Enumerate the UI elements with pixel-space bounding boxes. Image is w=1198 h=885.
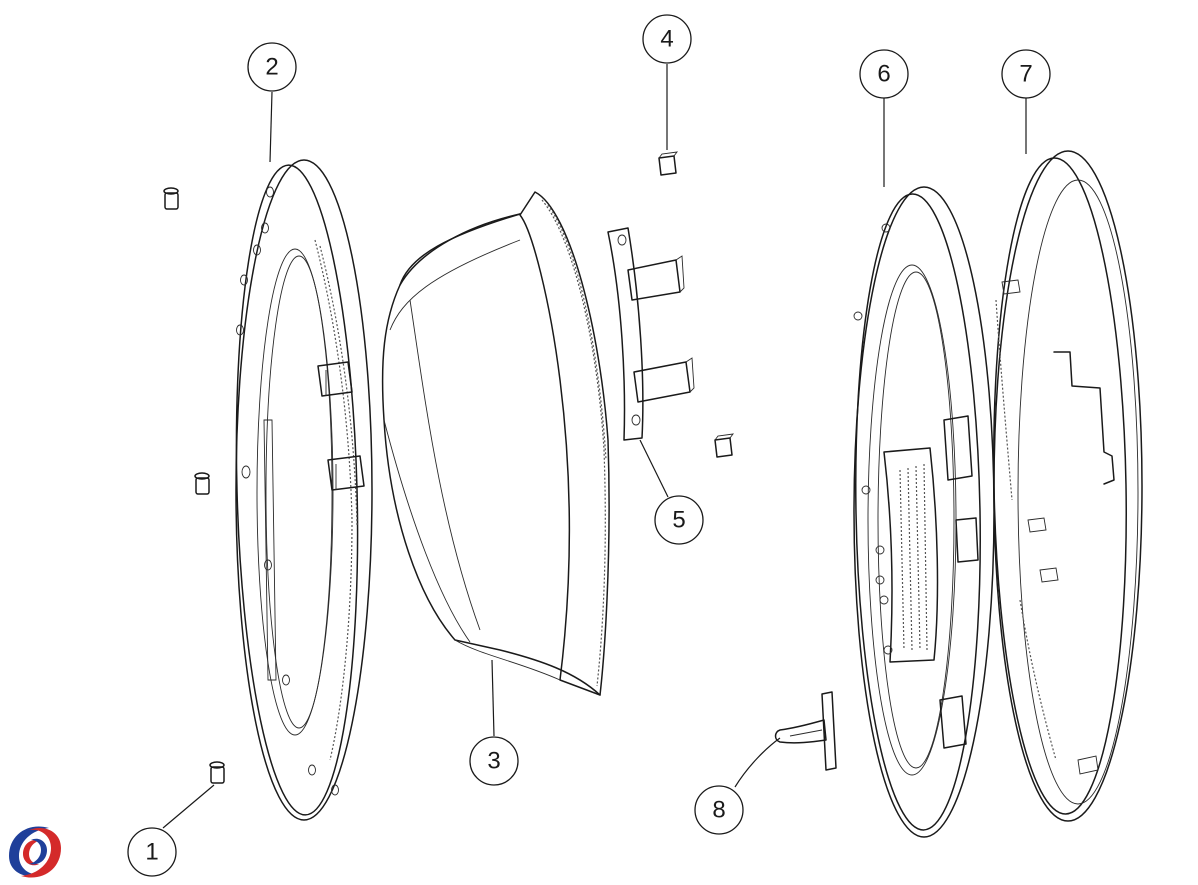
frame-bolt-holes [236,186,339,796]
callout-4-label: 4 [660,26,673,53]
part-4-hinge-inserts [658,151,735,458]
callout-6-label: 6 [877,61,890,88]
callout-3-label: 3 [487,748,500,775]
frame-hinge-lugs [317,361,365,491]
leader-3 [491,659,495,737]
callout-3: 3 [469,736,519,786]
part-3-glass-bowl [381,191,610,696]
brand-logo [7,824,63,880]
callout-2-label: 2 [265,54,278,81]
part-8-door-catch [774,691,837,771]
bushing-middle [194,472,210,495]
callout-5: 5 [654,495,704,545]
callout-1: 1 [127,827,177,877]
callout-7-label: 7 [1019,61,1032,88]
callout-7: 7 [1001,49,1051,99]
part-2-outer-frame [235,159,373,821]
bushing-bottom [209,761,225,784]
leader-lines [162,64,1027,829]
part-1-bushings [163,187,225,784]
callouts: 1 2 3 4 5 6 7 8 [127,14,1051,877]
callout-4: 4 [642,14,692,64]
callout-6: 6 [859,49,909,99]
leader-2 [269,91,273,163]
callout-1-label: 1 [145,839,158,866]
part-7-trim-ring [993,150,1143,822]
part-5-hinge [607,227,695,441]
callout-2: 2 [247,42,297,92]
callout-8: 8 [694,785,744,835]
callout-5-label: 5 [672,507,685,534]
part-6-inner-frame [853,186,995,838]
inner-frame-lugs [939,415,979,749]
insert-top [658,151,679,176]
leader-5 [639,439,669,498]
callout-8-label: 8 [712,797,725,824]
inner-frame-screws [853,223,893,655]
leader-8 [734,737,781,788]
trim-ring-clips [1001,279,1099,775]
insert-bottom [714,433,735,458]
bushing-top [163,187,179,210]
leader-1 [162,784,215,829]
